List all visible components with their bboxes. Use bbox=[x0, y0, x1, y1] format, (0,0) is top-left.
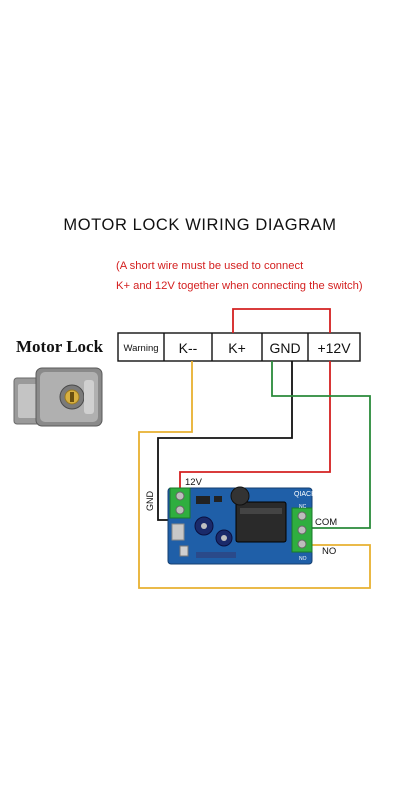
terminal-12v: +12V bbox=[317, 340, 351, 356]
jumper-wire-red bbox=[232, 308, 331, 333]
board-brand: QIACHIP bbox=[294, 491, 323, 498]
no-label: NO bbox=[322, 546, 336, 557]
board-nc-label: NC bbox=[299, 504, 307, 510]
gnd-wire-black bbox=[157, 361, 293, 521]
usb-port bbox=[171, 523, 185, 541]
note-line-1: (A short wire must be used to connect bbox=[116, 260, 304, 272]
com-label: COM bbox=[315, 517, 337, 528]
gnd-label: GND bbox=[145, 491, 155, 512]
power-terminal bbox=[169, 487, 191, 519]
note-line-2: K+ and 12V together when connecting the … bbox=[116, 280, 363, 292]
com-wire-green bbox=[271, 361, 371, 529]
motor-wire-yellow bbox=[138, 361, 371, 589]
motor-lock-image bbox=[13, 367, 103, 427]
power-12v-label: 12V bbox=[185, 477, 203, 488]
board-no-label-small: NO bbox=[299, 556, 307, 562]
inductor bbox=[230, 486, 250, 506]
chip bbox=[196, 496, 210, 504]
power-wire-red bbox=[179, 361, 331, 490]
terminal-k-minus: K-- bbox=[179, 340, 198, 356]
relay-board: QIACHIP NC NO bbox=[167, 486, 323, 565]
terminal-block: Warning K-- K+ GND +12V bbox=[117, 332, 361, 362]
terminal-k-plus: K+ bbox=[228, 340, 246, 356]
terminal-warning: Warning bbox=[123, 343, 158, 354]
motor-lock-label: Motor Lock bbox=[16, 337, 104, 356]
terminal-gnd: GND bbox=[269, 340, 300, 356]
page-title: MOTOR LOCK WIRING DIAGRAM bbox=[63, 216, 337, 234]
